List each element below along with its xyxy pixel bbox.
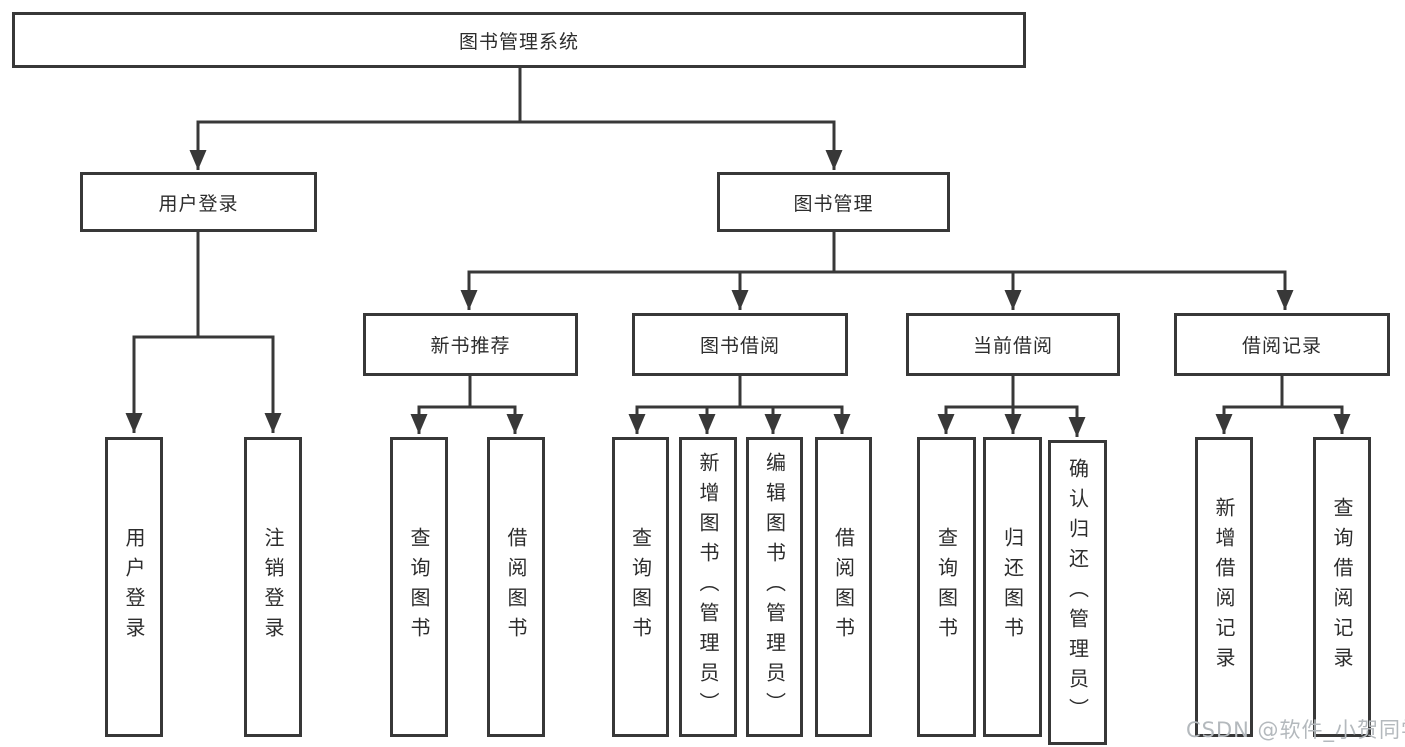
node-label: 图书管理系统 [458, 30, 579, 53]
leaf-records-add-borrow-record: 新增借阅记录 [1195, 437, 1253, 737]
node-label: 图书管理 [793, 192, 874, 215]
node-label: 用户登录 [158, 192, 239, 215]
watermark: CSDN @软件_小贺同学 [1186, 718, 1405, 742]
node-library-management-system: 图书管理系统 [12, 12, 1026, 68]
node-label: 确认归还（管理员） [1065, 457, 1090, 728]
node-label: 查询图书 [628, 527, 653, 647]
node-label: 编辑图书（管理员） [762, 452, 787, 722]
leaf-current-confirm-return-admin: 确认归还（管理员） [1048, 440, 1107, 745]
node-label: 借阅图书 [504, 527, 528, 647]
node-label: 注销登录 [261, 527, 285, 647]
node-label: 图书借阅 [699, 335, 780, 357]
leaf-logout: 注销登录 [244, 437, 302, 737]
node-label: 借阅记录 [1241, 335, 1322, 357]
node-label: 查询借阅记录 [1330, 497, 1354, 677]
leaf-newbook-query-books: 查询图书 [390, 437, 448, 737]
leaf-borrowing-edit-books-admin: 编辑图书（管理员） [746, 437, 803, 737]
node-label: 借阅图书 [831, 527, 856, 647]
node-label: 用户登录 [122, 527, 146, 647]
leaf-current-return-books: 归还图书 [983, 437, 1042, 737]
node-user-login: 用户登录 [80, 172, 317, 232]
node-label: 新增借阅记录 [1212, 497, 1236, 677]
leaf-borrowing-query-books: 查询图书 [612, 437, 669, 737]
node-label: 查询图书 [934, 527, 959, 647]
leaf-borrowing-add-books-admin: 新增图书（管理员） [679, 437, 737, 737]
node-book-management: 图书管理 [717, 172, 950, 232]
node-book-borrowing: 图书借阅 [632, 313, 848, 376]
leaf-newbook-borrow-books: 借阅图书 [487, 437, 545, 737]
node-label: 查询图书 [407, 527, 431, 647]
leaf-user-login: 用户登录 [105, 437, 163, 737]
leaf-borrowing-borrow-books: 借阅图书 [815, 437, 872, 737]
node-label: 新书推荐 [430, 335, 511, 357]
leaf-records-query-borrow-record: 查询借阅记录 [1313, 437, 1371, 737]
node-label: 归还图书 [1000, 527, 1025, 647]
node-borrowing-records: 借阅记录 [1174, 313, 1390, 376]
leaf-current-query-books: 查询图书 [917, 437, 976, 737]
node-label: 新增图书（管理员） [696, 452, 720, 722]
tree-edges [125, 68, 1351, 437]
node-label: 当前借阅 [972, 335, 1053, 357]
node-new-book-recommendation: 新书推荐 [363, 313, 578, 376]
node-current-borrowing: 当前借阅 [906, 313, 1120, 376]
